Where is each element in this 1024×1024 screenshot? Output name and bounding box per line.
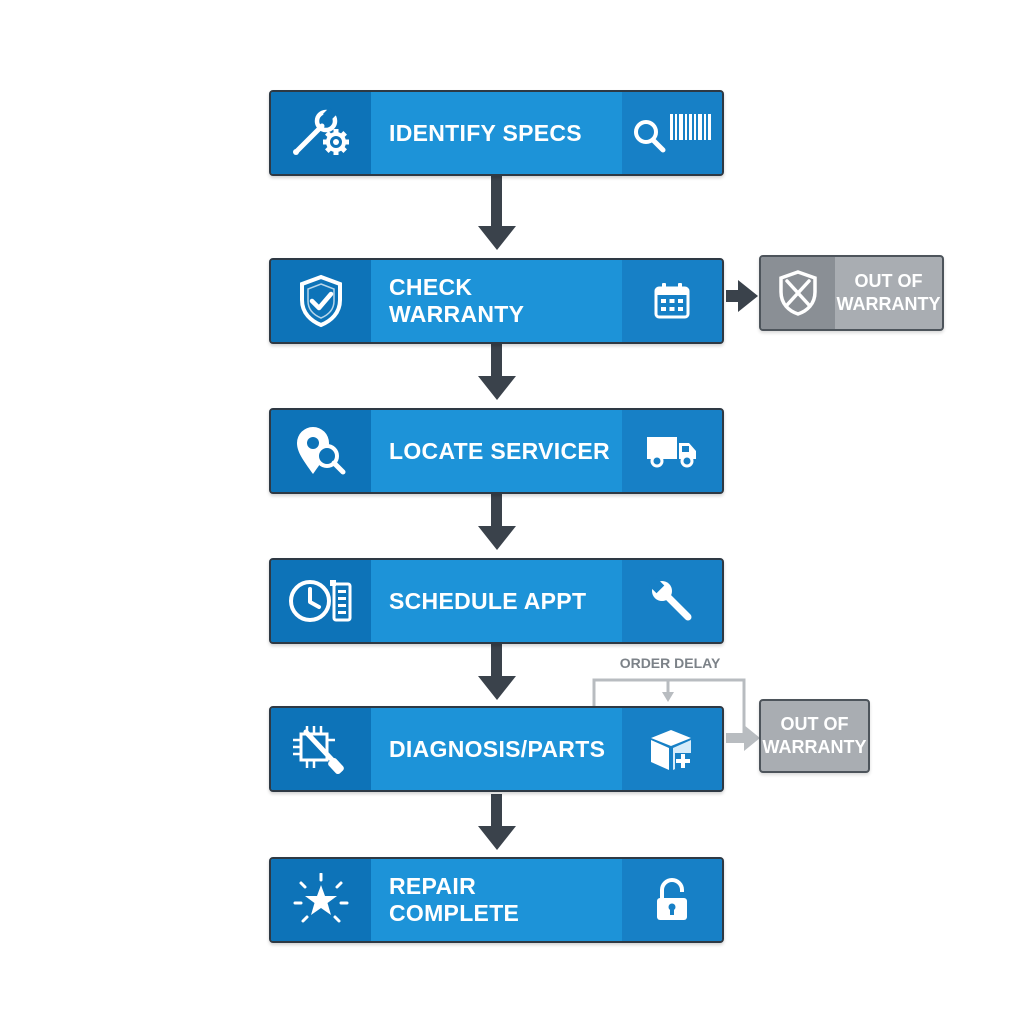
order-delay-label: ORDER DELAY bbox=[619, 655, 721, 671]
circuit-screwdriver-icon bbox=[271, 708, 371, 790]
step-identify-specs[interactable]: IDENTIFY SPECS bbox=[269, 90, 724, 176]
step-diagnosis-parts[interactable]: DIAGNOSIS/PARTS bbox=[269, 706, 724, 792]
wrench-gear-icon bbox=[271, 92, 371, 174]
down-arrow bbox=[478, 176, 516, 250]
step-label: REPAIR COMPLETE bbox=[389, 873, 520, 926]
out-of-warranty-line1: OUT OF bbox=[854, 271, 923, 291]
shield-crossed-icon bbox=[761, 257, 835, 329]
out-of-warranty-label: OUT OF WARRANTY bbox=[835, 257, 942, 329]
out-of-warranty-line2: WARRANTY bbox=[836, 294, 941, 314]
calendar-icon bbox=[622, 260, 722, 342]
step-schedule-appt[interactable]: SCHEDULE APPT bbox=[269, 558, 724, 644]
step-label: CHECK WARRANTY bbox=[389, 274, 525, 327]
down-arrow bbox=[478, 344, 516, 400]
wrench-icon bbox=[622, 560, 722, 642]
step-label: IDENTIFY SPECS bbox=[389, 119, 582, 146]
map-pin-search-icon bbox=[271, 410, 371, 492]
unlocked-padlock-icon bbox=[622, 859, 722, 941]
right-arrow-to-out-of-warranty bbox=[726, 280, 758, 312]
order-delay-loop bbox=[592, 678, 746, 738]
step-locate-servicer[interactable]: LOCATE SERVICER bbox=[269, 408, 724, 494]
down-arrow bbox=[478, 494, 516, 550]
down-arrow bbox=[478, 794, 516, 850]
step-label: DIAGNOSIS/PARTS bbox=[389, 735, 606, 762]
star-burst-icon bbox=[271, 859, 371, 941]
step-check-warranty[interactable]: CHECK WARRANTY bbox=[269, 258, 724, 344]
order-delay-loop-arrowhead bbox=[662, 692, 674, 702]
step-repair-complete[interactable]: REPAIR COMPLETE bbox=[269, 857, 724, 943]
out-of-warranty-line2: WARRANTY bbox=[762, 737, 867, 757]
out-of-warranty-box: OUT OF WARRANTY bbox=[759, 699, 870, 773]
shield-check-icon bbox=[271, 260, 371, 342]
magnifier-barcode-icon bbox=[622, 92, 722, 174]
down-arrow bbox=[478, 644, 516, 700]
out-of-warranty-label: OUT OF WARRANTY bbox=[761, 701, 868, 771]
out-of-warranty-line1: OUT OF bbox=[780, 714, 849, 734]
out-of-warranty-box: OUT OF WARRANTY bbox=[759, 255, 944, 331]
step-label: SCHEDULE APPT bbox=[389, 587, 587, 614]
clock-checklist-icon bbox=[271, 560, 371, 642]
step-label: LOCATE SERVICER bbox=[389, 437, 610, 464]
box-plus-icon bbox=[622, 708, 722, 790]
truck-icon bbox=[622, 410, 722, 492]
right-arrow-to-out-of-warranty bbox=[726, 725, 760, 751]
